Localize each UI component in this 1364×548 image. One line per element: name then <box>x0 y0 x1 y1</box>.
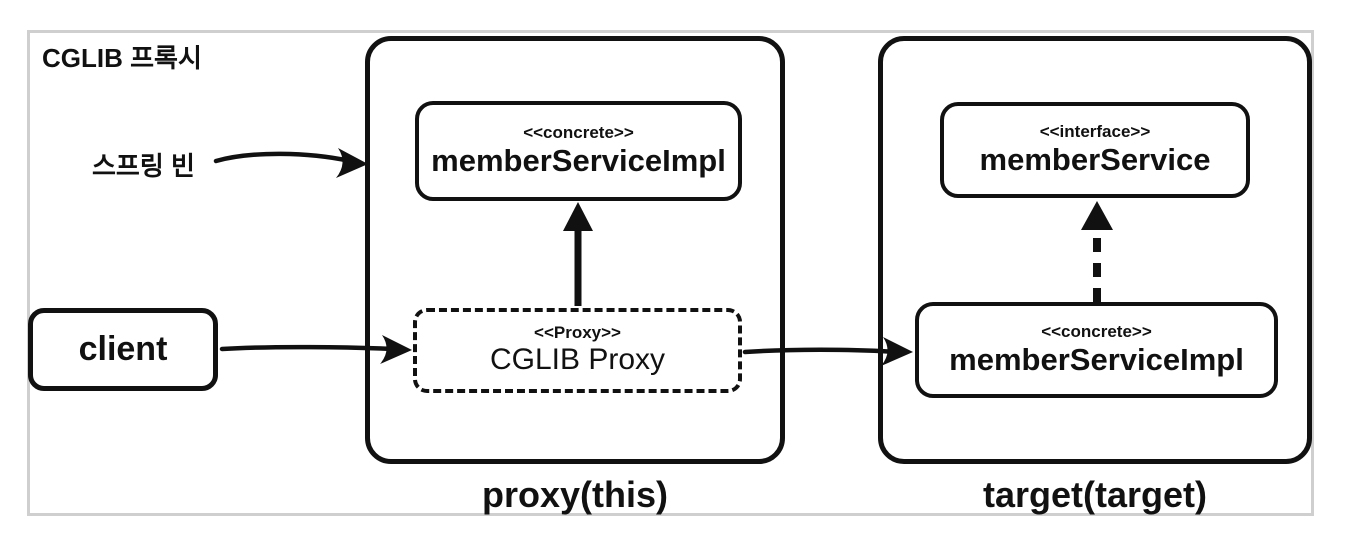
target-impl-stereotype: <<concrete>> <box>1041 322 1152 342</box>
spring-bean-label: 스프링 빈 <box>92 151 195 181</box>
proxy-impl-name: memberServiceImpl <box>431 142 726 178</box>
target-impl-name: memberServiceImpl <box>949 341 1244 377</box>
target-member-service-impl-node: <<concrete>> memberServiceImpl <box>915 302 1278 398</box>
interface-name: memberService <box>979 141 1211 177</box>
diagram-title: CGLIB 프록시 <box>42 43 202 73</box>
cglib-proxy-stereotype: <<Proxy>> <box>534 323 621 343</box>
member-service-interface-node: <<interface>> memberService <box>940 102 1250 198</box>
interface-stereotype: <<interface>> <box>1039 122 1151 142</box>
client-label: client <box>78 330 168 368</box>
target-container <box>878 36 1312 464</box>
proxy-caption: proxy(this) <box>481 474 668 515</box>
client-node: client <box>28 308 218 391</box>
proxy-impl-stereotype: <<concrete>> <box>523 123 634 143</box>
target-caption: target(target) <box>982 474 1207 515</box>
cglib-proxy-name: CGLIB Proxy <box>489 343 666 377</box>
cglib-proxy-node: <<Proxy>> CGLIB Proxy <box>413 308 742 393</box>
proxy-member-service-impl-node: <<concrete>> memberServiceImpl <box>415 101 742 201</box>
